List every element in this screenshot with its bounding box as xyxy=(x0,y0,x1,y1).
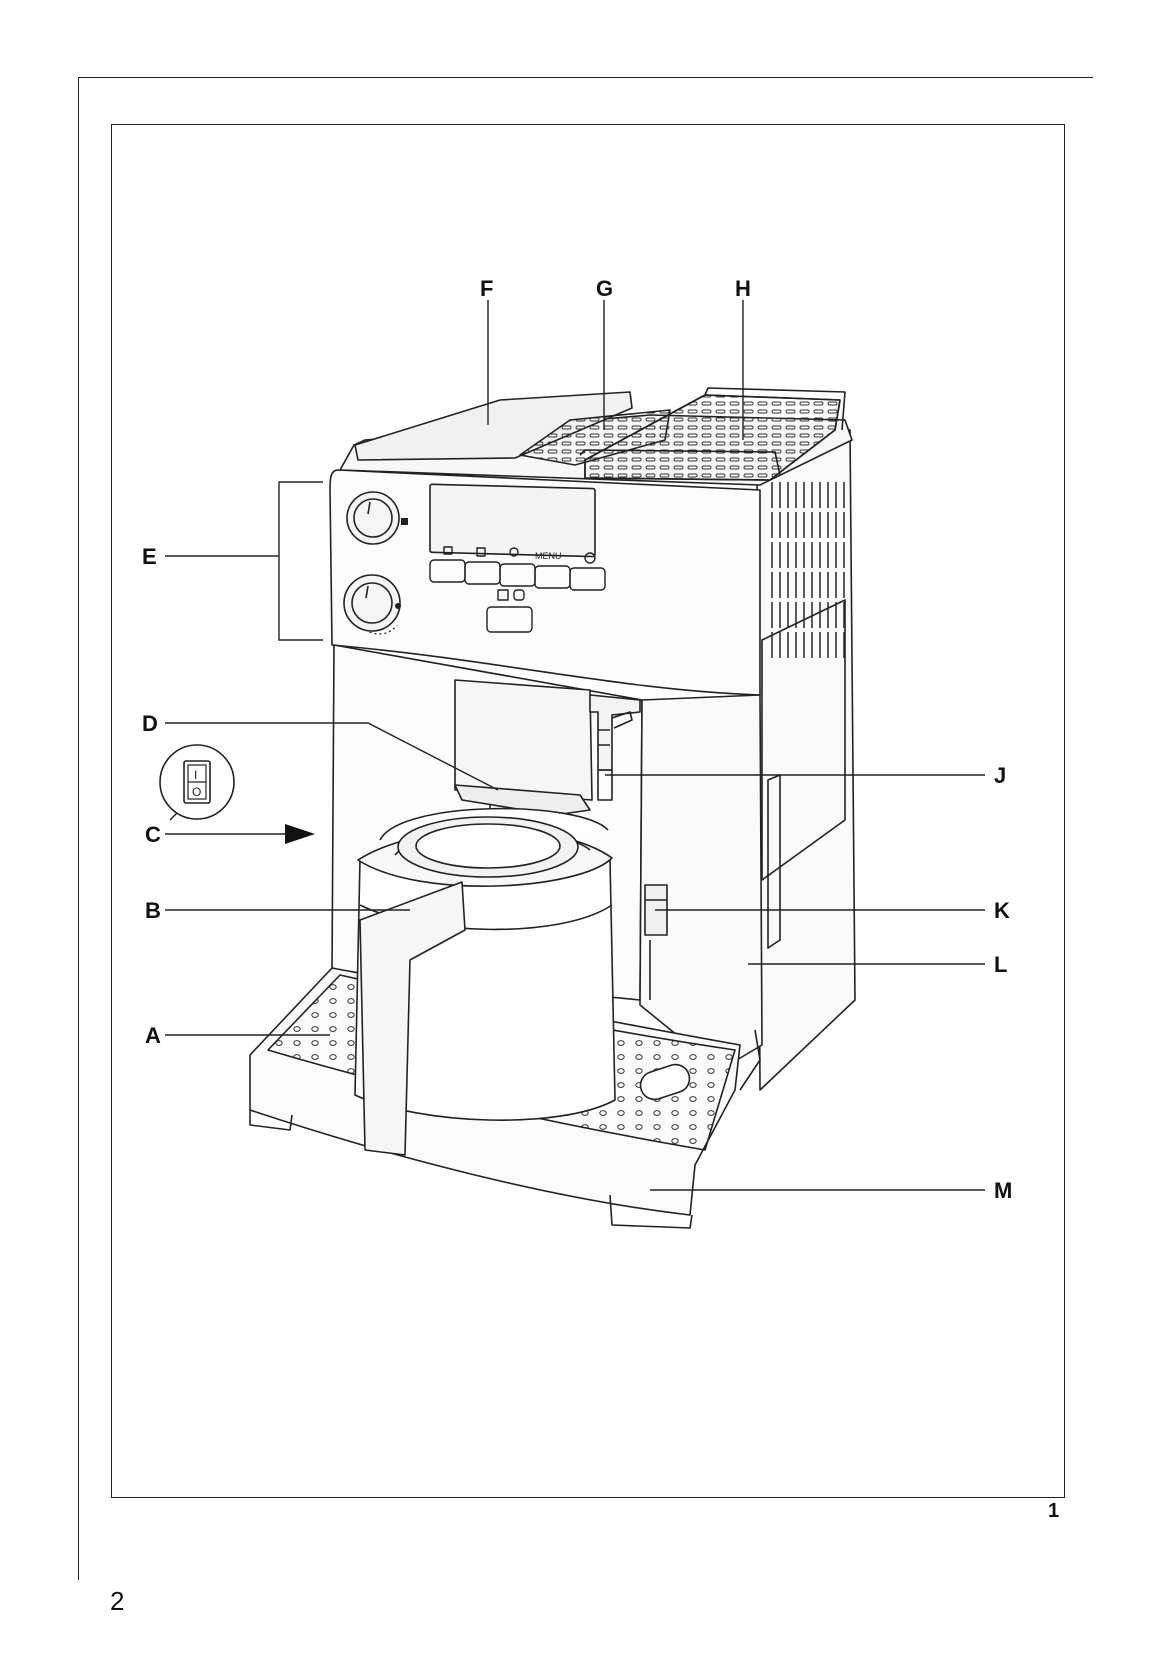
margin-rule xyxy=(78,77,79,1580)
label-c: C xyxy=(145,822,161,847)
label-f: F xyxy=(480,276,493,301)
machine-body: MENU xyxy=(329,387,856,1091)
label-e: E xyxy=(142,544,157,569)
label-h: H xyxy=(735,276,751,301)
label-k: K xyxy=(994,898,1010,923)
label-j: J xyxy=(994,763,1006,788)
power-switch-arrow xyxy=(285,824,315,844)
header-rule xyxy=(78,77,1093,78)
switch-on-symbol: I xyxy=(194,768,197,782)
menu-button-label: MENU xyxy=(535,551,562,561)
figure-number: 1 xyxy=(1048,1500,1060,1522)
label-g: G xyxy=(596,276,613,301)
power-switch-inset: I O xyxy=(159,744,235,820)
label-b: B xyxy=(145,898,161,923)
page-number: 2 xyxy=(110,1586,125,1616)
figure-frame xyxy=(111,124,1065,1498)
label-m: M xyxy=(994,1178,1012,1203)
label-l: L xyxy=(994,952,1007,977)
label-d: D xyxy=(142,711,158,736)
coffee-jug xyxy=(354,807,616,1156)
label-a: A xyxy=(145,1023,161,1048)
leader-lines xyxy=(165,300,985,1191)
switch-off-symbol: O xyxy=(192,785,201,799)
